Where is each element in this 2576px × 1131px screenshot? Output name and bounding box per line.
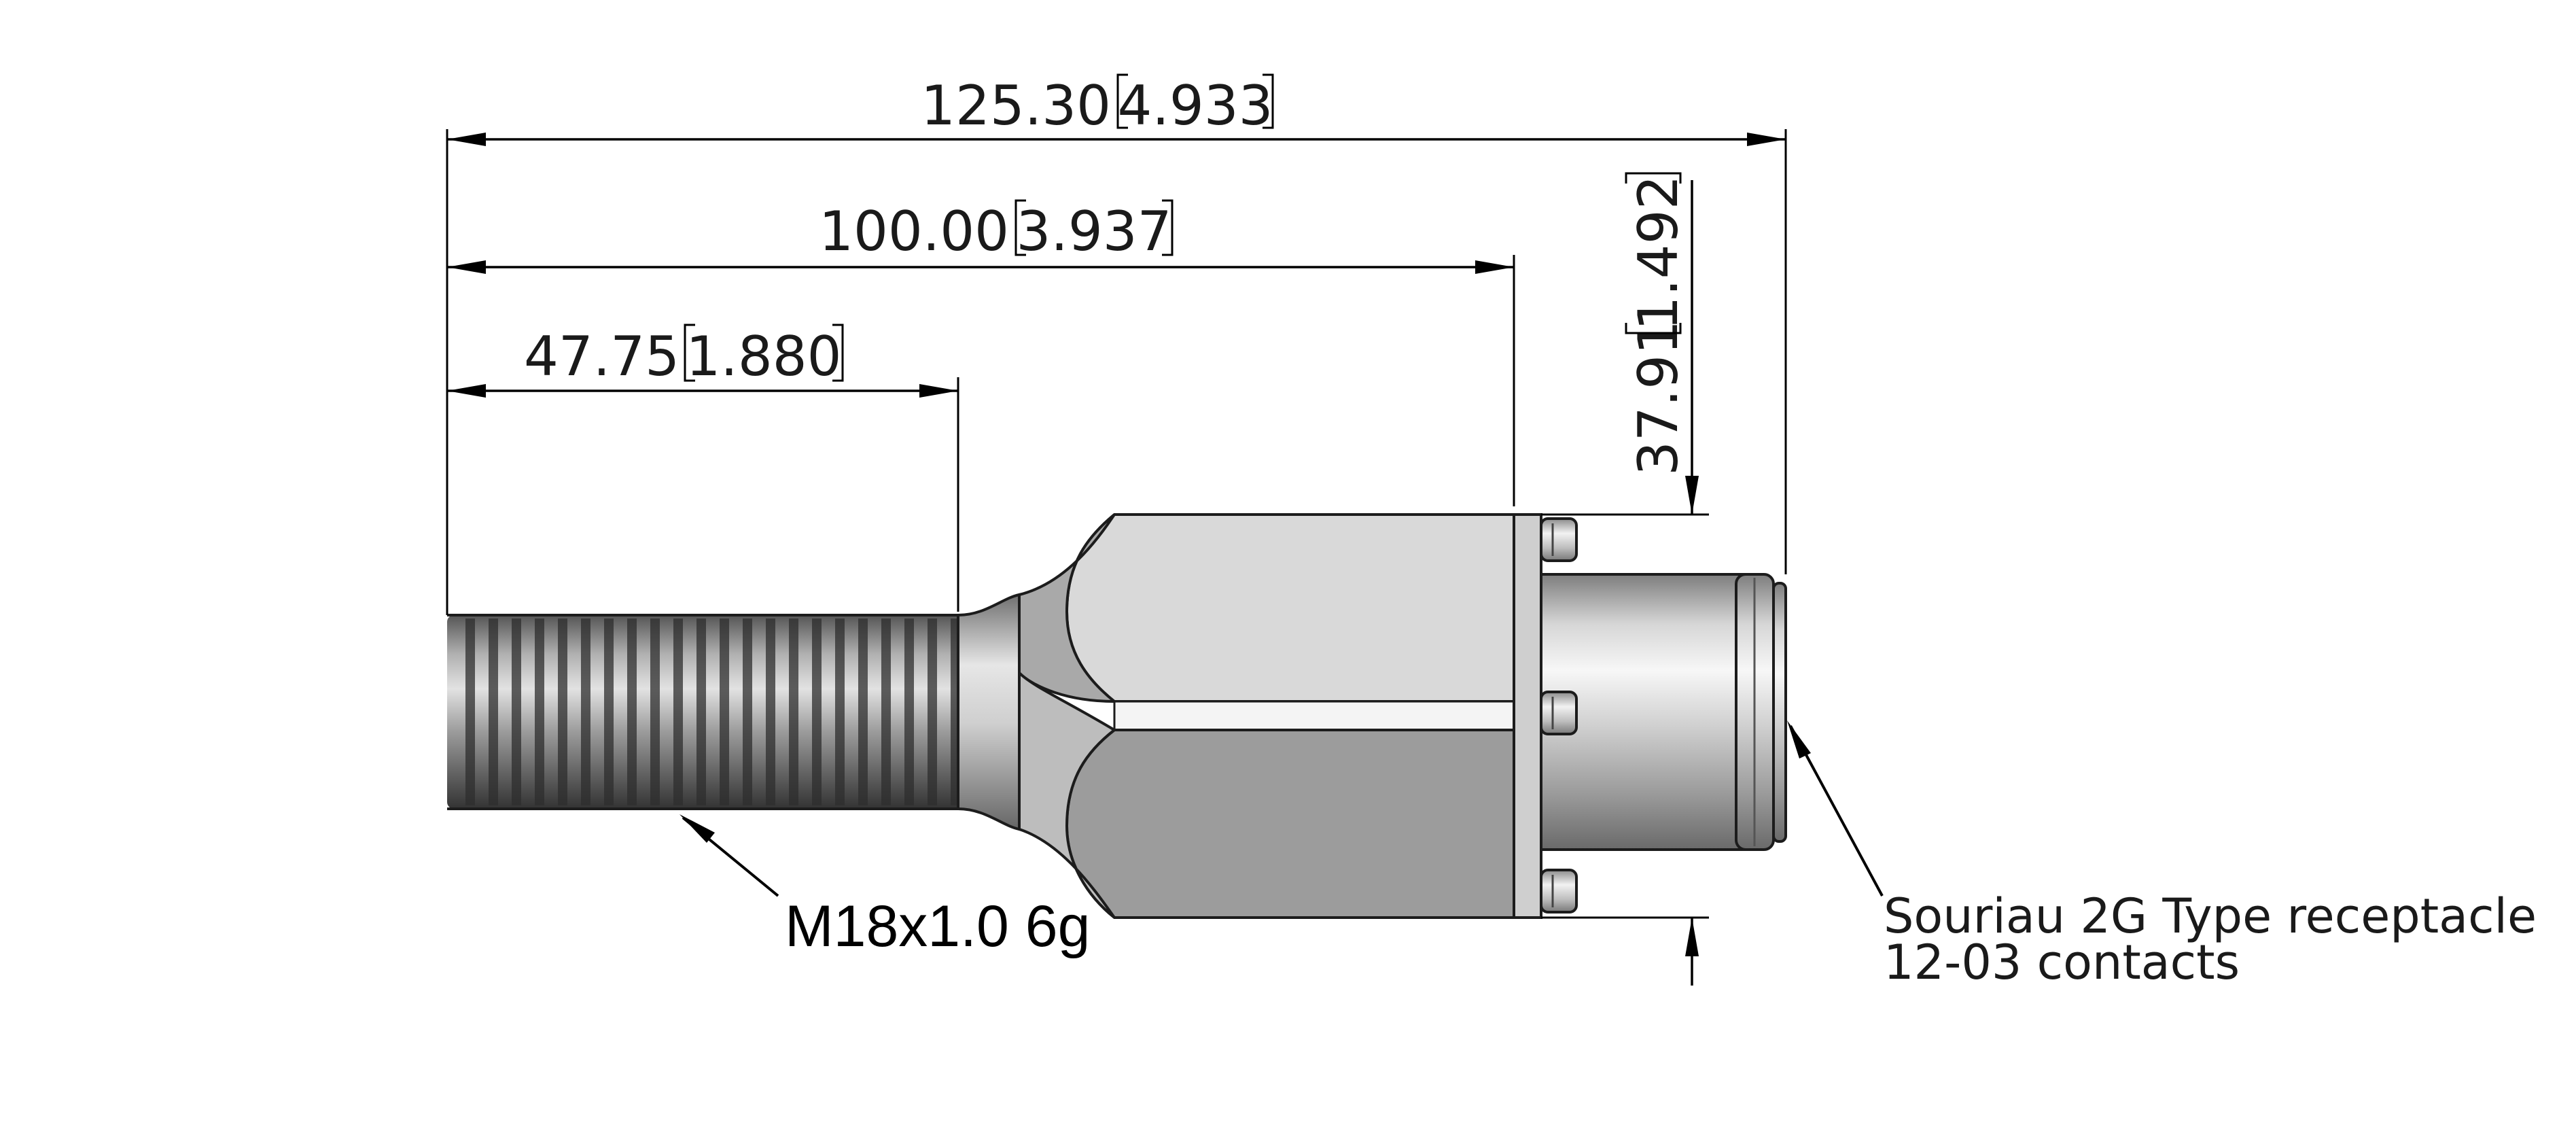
thread-groove [858, 619, 868, 805]
dimension-lines [446, 129, 1787, 986]
thread-groove [812, 619, 822, 805]
dim-body-value: 100.00 [819, 200, 1009, 263]
mounting-bolt [1540, 869, 1578, 914]
thread-groove [581, 619, 590, 805]
dim-thread-value: 47.75 [524, 325, 680, 388]
thread-groove [904, 619, 914, 805]
dim-overall-bracket [1116, 73, 1274, 129]
thread-groove [558, 619, 567, 805]
receptacle-callout: Souriau 2G Type receptacle 12-03 contact… [1787, 720, 2537, 990]
part-body [447, 513, 1787, 919]
thread-groove [627, 619, 637, 805]
thread-groove [743, 619, 752, 805]
thread-shank [447, 615, 977, 809]
thread-groove [512, 619, 521, 805]
thread-groove [835, 619, 845, 805]
receptacle-callout-line1: Souriau 2G Type receptacle [1884, 888, 2537, 944]
shank-neck [957, 593, 1021, 831]
dim-thread-alt-value: 1.880 [686, 325, 841, 388]
thread-groove [650, 619, 660, 805]
thread-groove [789, 619, 798, 805]
dim-hex-alt-value: 1.492 [1627, 175, 1690, 330]
thread-callout: M18x1.0 6g [680, 814, 1090, 959]
thread-groove [928, 619, 937, 805]
dim-thread-bracket [684, 324, 844, 382]
flange-plate [1513, 513, 1542, 919]
thread-groove [673, 619, 683, 805]
thread-groove [766, 619, 775, 805]
dim-hex-value: 37.91 [1627, 320, 1690, 476]
receptacle-callout-line2: 12-03 contacts [1884, 935, 2240, 990]
thread-groove [720, 619, 729, 805]
hex-chamfer-upper [1018, 513, 1118, 703]
mounting-bolt [1540, 517, 1578, 562]
dim-hex-label: 37.91 1.492 [1625, 172, 1690, 476]
dim-body-alt-value: 3.937 [1016, 200, 1171, 263]
thread-groove [604, 619, 614, 805]
thread-groove [489, 619, 498, 805]
thread-grooves [465, 619, 960, 805]
mounting-bolt [1540, 691, 1578, 735]
dim-overall-value: 125.30 [921, 74, 1111, 137]
thread-groove [696, 619, 706, 805]
thread-callout-text: M18x1.0 6g [785, 894, 1090, 959]
thread-groove [465, 619, 475, 805]
hex-face-lower [1065, 729, 1515, 919]
hex-flat-edge [1113, 700, 1515, 731]
thread-groove [535, 619, 544, 805]
dim-overall-alt-value: 4.933 [1117, 74, 1273, 137]
hex-face-upper [1065, 513, 1515, 703]
dim-body-bracket [1014, 199, 1174, 256]
thread-groove [881, 619, 891, 805]
hex-chamfer-lower [1018, 669, 1117, 919]
receptacle-lip [1772, 582, 1787, 843]
